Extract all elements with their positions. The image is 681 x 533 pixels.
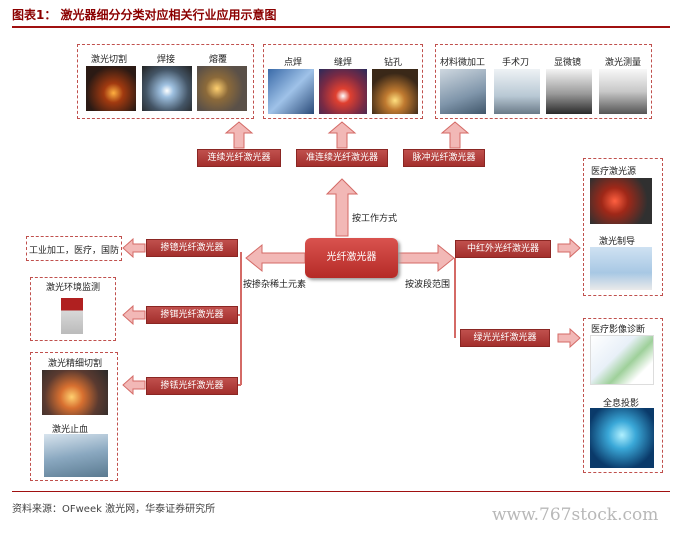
type-green-fiber-laser: 绿光光纤激光器 xyxy=(460,329,550,347)
arrow-left-center xyxy=(245,243,306,273)
type-continuous-fiber-laser: 连续光纤激光器 xyxy=(197,149,281,167)
arrow-up-quasi xyxy=(327,121,357,149)
cladding-photo xyxy=(197,66,247,111)
app-label-welding: 焊接 xyxy=(157,55,176,65)
arrow-left-er xyxy=(122,304,146,326)
green-app-label-hologram: 全息投影 xyxy=(603,399,640,409)
laser-guidance-photo xyxy=(590,247,652,290)
arrow-left-yb xyxy=(122,237,146,259)
app-label-seam-welding: 缝焊 xyxy=(334,58,353,68)
type-pulse-fiber-laser: 脉冲光纤激光器 xyxy=(403,149,485,167)
app-label-spot-welding: 点焊 xyxy=(284,58,303,68)
arrow-up-continuous xyxy=(224,121,254,149)
welding-photo xyxy=(142,66,192,111)
arrow-right-midir xyxy=(557,237,581,259)
green-app-label-imaging: 医疗影像诊断 xyxy=(591,325,646,335)
medical-laser-source-photo xyxy=(590,178,652,224)
hologram-photo xyxy=(590,408,654,468)
ytterbium-apps-label: 工业加工，医疗，国防 xyxy=(29,246,120,256)
laser-cutting-photo xyxy=(86,66,136,111)
thulium-app-label-hemostasis: 激光止血 xyxy=(52,425,89,435)
app-label-scalpel: 手术刀 xyxy=(502,58,530,68)
arrow-right-center xyxy=(397,243,455,273)
type-quasi-continuous-fiber-laser: 准连续光纤激光器 xyxy=(296,149,388,167)
medical-imaging-diagram xyxy=(590,335,654,385)
criteria-doping: 按掺杂稀土元素 xyxy=(243,280,307,290)
source-note: 资料来源：OFweek 激光网，华泰证券研究所 xyxy=(12,504,216,515)
footer-rule xyxy=(12,491,670,492)
arrow-right-green xyxy=(557,327,581,349)
scalpel-photo xyxy=(494,69,540,114)
hemostasis-photo xyxy=(44,434,108,477)
type-ytterbium-fiber-laser: 掺镱光纤激光器 xyxy=(146,239,238,257)
app-label-cladding: 熔覆 xyxy=(209,55,228,65)
watermark: www.767stock.com xyxy=(492,505,659,525)
title-rule xyxy=(12,26,670,28)
micro-machining-photo xyxy=(440,69,486,114)
app-label-microscope: 显微镜 xyxy=(554,58,582,68)
seam-welding-photo xyxy=(319,69,367,114)
app-label-laser-cutting: 激光切割 xyxy=(91,55,128,65)
app-label-drilling: 钻孔 xyxy=(384,58,403,68)
criteria-work-mode: 按工作方式 xyxy=(352,214,398,224)
environment-monitor-photo xyxy=(61,298,83,334)
app-label-micro-machining: 材料微加工 xyxy=(440,58,486,68)
mid-ir-app-label-medical-source: 医疗激光源 xyxy=(591,167,637,177)
fine-cutting-photo xyxy=(42,370,108,415)
microscope-photo xyxy=(546,69,592,114)
arrow-up-center xyxy=(325,178,359,237)
mid-ir-app-label-guidance: 激光制导 xyxy=(599,237,636,247)
fiber-laser-center: 光纤激光器 xyxy=(305,238,398,278)
laser-measurement-photo xyxy=(599,69,647,114)
spot-welding-photo xyxy=(268,69,314,114)
type-erbium-fiber-laser: 掺铒光纤激光器 xyxy=(146,306,238,324)
arrow-up-pulse xyxy=(440,121,470,149)
erbium-apps-label: 激光环境监测 xyxy=(46,283,101,293)
ytterbium-apps-box xyxy=(26,236,122,261)
drilling-photo xyxy=(372,69,418,114)
figure-title: 图表1： 激光器细分分类对应相关行业应用示意图 xyxy=(12,8,277,22)
thulium-app-label-fine-cutting: 激光精细切割 xyxy=(48,359,103,369)
type-thulium-fiber-laser: 掺铥光纤激光器 xyxy=(146,377,238,395)
type-mid-infrared-fiber-laser: 中红外光纤激光器 xyxy=(455,240,551,258)
app-label-laser-measurement: 激光测量 xyxy=(605,58,642,68)
arrow-left-tm xyxy=(122,374,146,396)
criteria-band: 按波段范围 xyxy=(405,280,451,290)
